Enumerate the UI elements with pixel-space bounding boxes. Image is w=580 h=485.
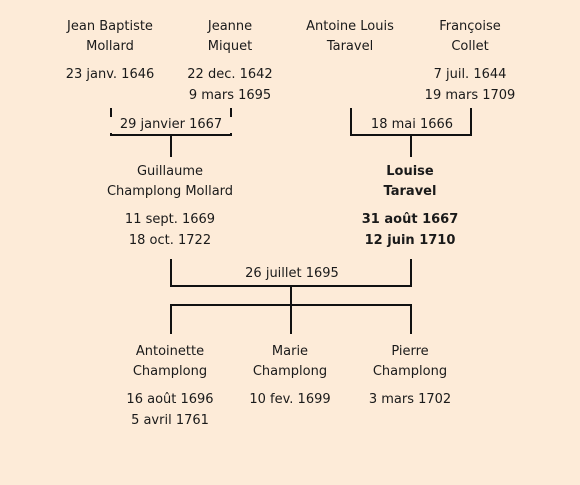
birth-date: 22 dec. 1642 <box>187 67 273 82</box>
birth-date: 31 août 1667 <box>361 212 459 227</box>
person-dates: 11 sept. 1669 18 oct. 1722 <box>95 209 245 251</box>
person-dates: 3 mars 1702 <box>335 389 485 410</box>
birth-date: 10 fev. 1699 <box>249 392 331 407</box>
person-surname: Taravel <box>383 184 437 199</box>
person-name: Françoise <box>439 19 501 34</box>
person-guillaume-champlong-mollard: Guillaume Champlong Mollard 11 sept. 166… <box>95 162 245 251</box>
marriage-date-center: 26 juillet 1695 <box>235 266 349 282</box>
birth-date: 7 juil. 1644 <box>433 67 507 82</box>
person-antoine-louis-taravel: Antoine Louis Taravel <box>275 17 425 64</box>
person-dates: 23 janv. 1646 <box>35 64 185 85</box>
person-dates: 16 août 1696 5 avril 1761 <box>95 389 245 431</box>
death-date: 19 mars 1709 <box>424 88 516 103</box>
person-surname: Mollard <box>86 39 134 54</box>
person-name: Louise <box>386 164 434 179</box>
birth-date: 11 sept. 1669 <box>124 212 216 227</box>
person-name: Marie <box>271 344 309 359</box>
person-name: Antoine Louis <box>306 19 394 34</box>
person-surname: Champlong Mollard <box>106 184 234 199</box>
birth-date: 3 mars 1702 <box>368 392 452 407</box>
person-surname: Taravel <box>326 39 374 54</box>
person-antoinette-champlong: Antoinette Champlong 16 août 1696 5 avri… <box>95 342 245 431</box>
person-surname: Champlong <box>132 364 208 379</box>
death-date: 9 mars 1695 <box>188 88 272 103</box>
person-pierre-champlong: Pierre Champlong 3 mars 1702 <box>335 342 485 410</box>
person-surname: Champlong <box>372 364 448 379</box>
birth-date: 23 janv. 1646 <box>65 67 155 82</box>
person-dates: 31 août 1667 12 juin 1710 <box>335 209 485 251</box>
person-name: Pierre <box>391 344 429 359</box>
person-jeanne-miquet: Jeanne Miquet 22 dec. 1642 9 mars 1695 <box>155 17 305 106</box>
death-date: 18 oct. 1722 <box>128 233 212 248</box>
person-surname: Champlong <box>252 364 328 379</box>
person-name: Guillaume <box>136 164 203 179</box>
death-date: 5 avril 1761 <box>131 413 209 428</box>
death-date: 12 juin 1710 <box>364 233 456 248</box>
person-name: Jeanne <box>207 19 253 34</box>
person-name: Jean Baptiste <box>67 19 153 34</box>
person-dates: 10 fev. 1699 <box>215 389 365 410</box>
person-marie-champlong: Marie Champlong 10 fev. 1699 <box>215 342 365 410</box>
marriage-date-right: 18 mai 1666 <box>360 117 464 133</box>
person-dates: 22 dec. 1642 9 mars 1695 <box>155 64 305 106</box>
marriage-date-left: 29 janvier 1667 <box>110 117 232 133</box>
person-jean-baptiste-mollard: Jean Baptiste Mollard 23 janv. 1646 <box>35 17 185 85</box>
person-louise-taravel: Louise Taravel 31 août 1667 12 juin 1710 <box>335 162 485 251</box>
person-surname: Miquet <box>207 39 253 54</box>
person-name: Antoinette <box>135 344 205 359</box>
person-surname: Collet <box>451 39 489 54</box>
birth-date: 16 août 1696 <box>126 392 214 407</box>
person-dates: 7 juil. 1644 19 mars 1709 <box>395 64 545 106</box>
person-francoise-collet: Françoise Collet 7 juil. 1644 19 mars 17… <box>395 17 545 106</box>
